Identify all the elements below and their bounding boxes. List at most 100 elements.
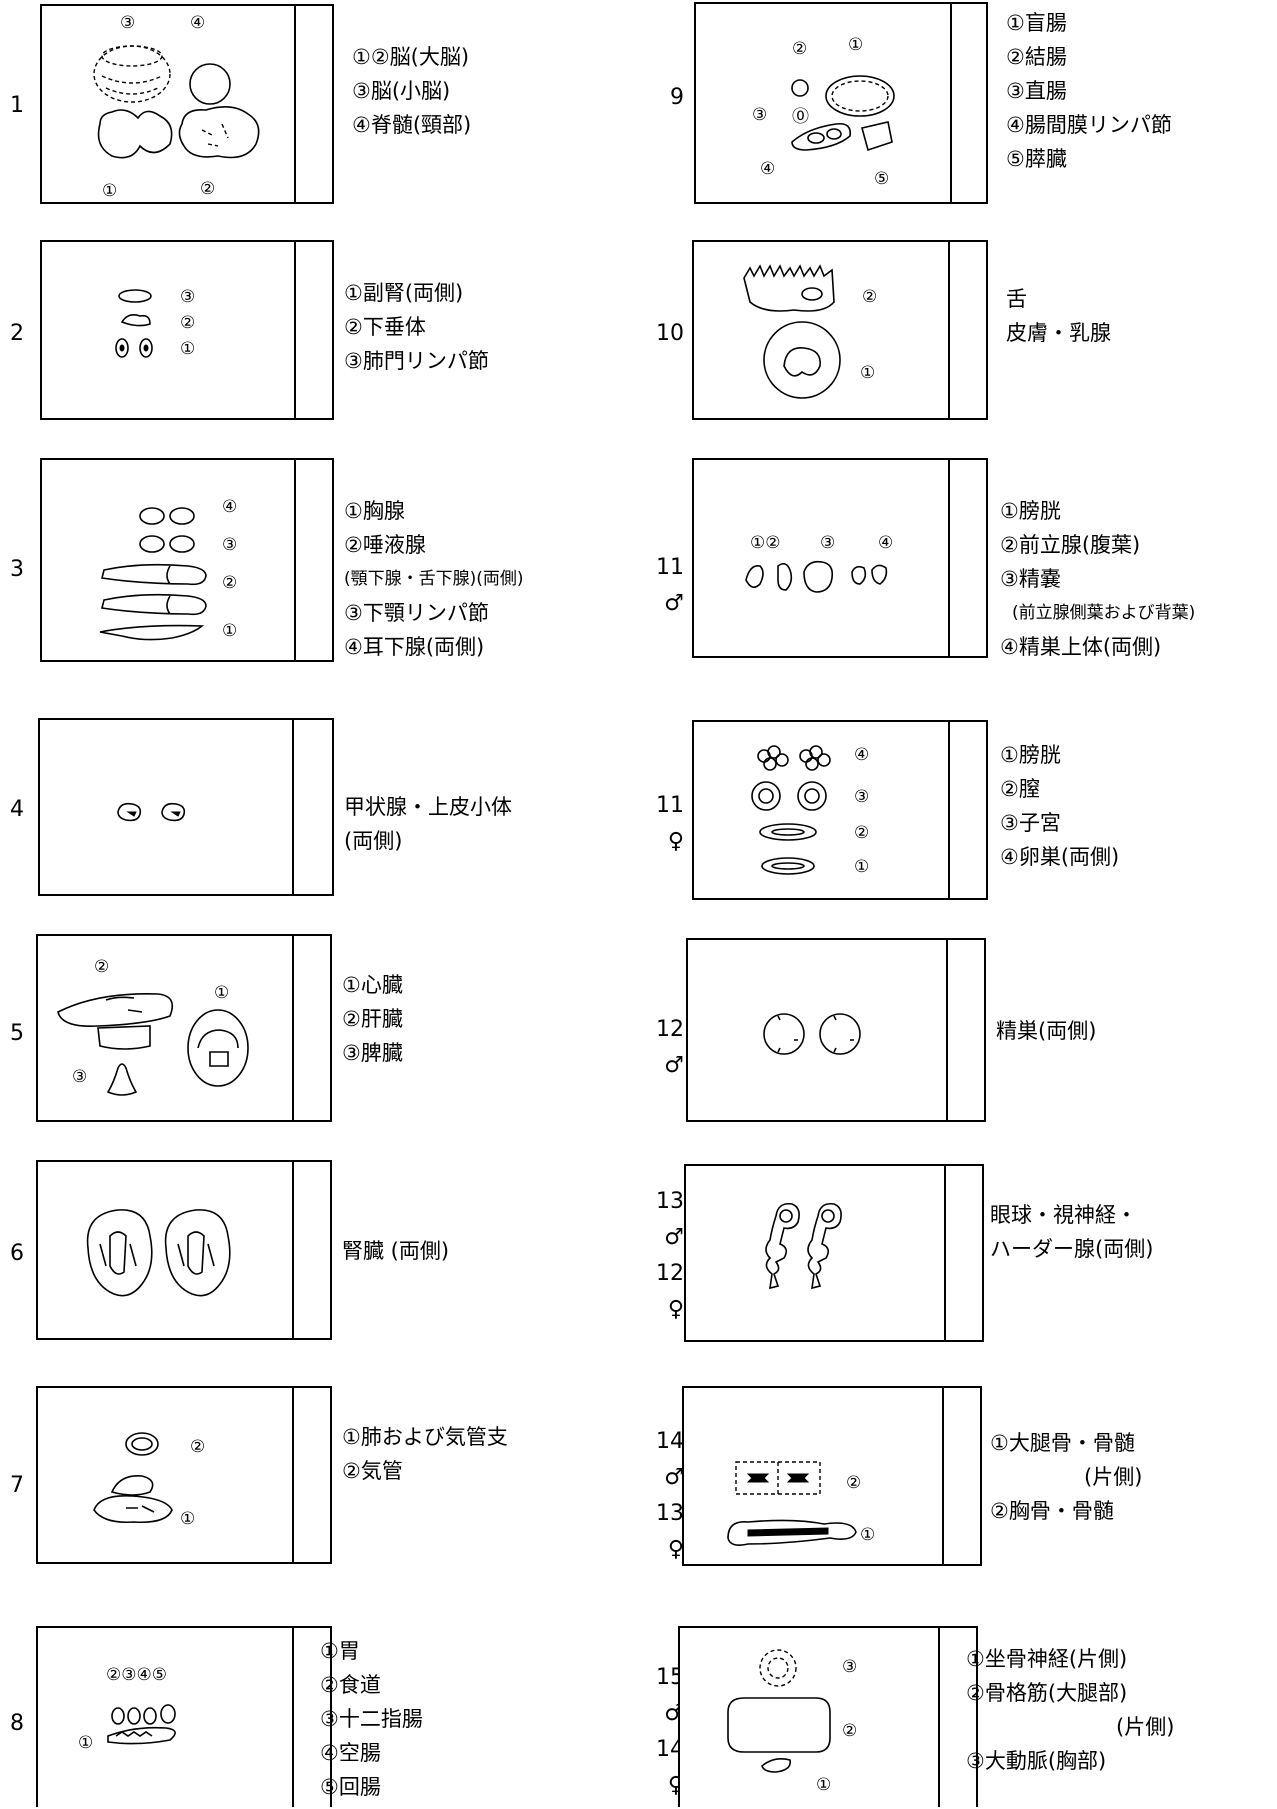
marker: ① <box>78 1733 93 1753</box>
marker: ② <box>190 1437 205 1457</box>
marker: ③ <box>752 105 767 125</box>
section-number: 10 <box>656 321 684 346</box>
specimen-drawing: ③ ② ① <box>115 287 195 359</box>
specimen-slide: ④ ③ ② ① <box>692 720 988 900</box>
marker: ⑤ <box>874 169 889 189</box>
section-number: 1 <box>10 93 24 118</box>
marker: ③ <box>842 1657 857 1677</box>
specimen-slide: ② ① ③ <box>36 934 332 1122</box>
marker: ② <box>222 573 237 593</box>
marker: ① <box>854 857 869 877</box>
marker: ② <box>200 179 215 199</box>
section-number: 11 ♂ <box>656 555 684 616</box>
organ-description: ①大腿骨・骨髄 (片側) ②胸骨・骨髄 <box>990 1431 1143 1523</box>
marker: ① <box>860 1525 875 1545</box>
marker: ①② <box>750 533 780 553</box>
marker: ② <box>854 823 869 843</box>
section-number: 4 <box>10 797 24 822</box>
specimen-drawing <box>86 1209 231 1297</box>
organ-description: ①膀胱 ②前立腺(腹葉) ③精嚢 (前立腺側葉および背葉) ④精巣上体(両側) <box>1000 499 1196 659</box>
slide-label-area <box>938 1628 976 1807</box>
specimen-drawing <box>765 1202 842 1290</box>
marker: ③ <box>854 787 869 807</box>
specimen-drawing: ④ ③ ② ① <box>751 745 869 877</box>
slide-label-area <box>292 936 330 1120</box>
marker: ④ <box>222 497 237 517</box>
specimen-slide: ③ ④ ① ② <box>40 4 334 204</box>
specimen-drawing: ①② ③ ④ <box>745 533 893 593</box>
slide-label-area <box>294 460 332 660</box>
organ-description: ①②脳(大脳) ③脳(小脳) ④脊髄(頸部) <box>352 45 472 137</box>
specimen-slide <box>684 1164 984 1342</box>
organ-description: 腎臓 (両側) <box>342 1239 450 1263</box>
marker: ① <box>860 363 875 383</box>
specimen-drawing: ②③④⑤ ① <box>78 1665 176 1753</box>
specimen-slide <box>38 718 334 896</box>
marker: ④ <box>760 159 775 179</box>
section-number: 8 <box>10 1711 24 1736</box>
marker: ① <box>214 983 229 1003</box>
organ-description: ①胸腺 ②唾液腺 (顎下腺・舌下腺)(両側) ③下顎リンパ節 ④耳下腺(両側) <box>344 499 524 659</box>
specimen-drawing: ② ① <box>743 264 877 399</box>
marker: ③ <box>820 533 835 553</box>
marker: ① <box>848 35 863 55</box>
specimen-drawing: ③ ② ① <box>727 1649 857 1795</box>
marker: ③ <box>222 535 237 555</box>
marker: ② <box>842 1721 857 1741</box>
organ-description: 眼球・視神経・ ハーダー腺(両側) <box>990 1203 1154 1261</box>
section-number: 14 ♂ 13 ♀ <box>656 1429 684 1562</box>
marker: ④ <box>190 13 205 33</box>
marker: ② <box>862 287 877 307</box>
section-number: 9 <box>670 85 684 110</box>
section-number: 7 <box>10 1473 24 1498</box>
organ-description: ①坐骨神経(片側) ②骨格筋(大腿部) (片側) ③大動脈(胸部) <box>966 1647 1175 1773</box>
specimen-slide <box>36 1160 332 1340</box>
specimen-drawing <box>117 802 186 822</box>
marker: ① <box>816 1775 831 1795</box>
marker: ④ <box>878 533 893 553</box>
specimen-drawing: ② ① <box>727 1461 875 1546</box>
organ-description: 精巣(両側) <box>996 1019 1097 1043</box>
marker: ① <box>180 1509 195 1529</box>
marker: ① <box>222 621 237 641</box>
organ-description: ①盲腸 ②結腸 ③直腸 ④腸間膜リンパ節 ⑤膵臓 <box>1006 11 1172 171</box>
specimen-drawing: ④ ③ ② ① <box>99 497 237 641</box>
slide-label-area <box>292 1628 330 1807</box>
marker: ② <box>846 1473 861 1493</box>
slide-label-area <box>942 1388 980 1564</box>
marker: ② <box>94 957 109 977</box>
specimen-slide: ①② ③ ④ <box>692 458 988 658</box>
specimen-slide: ②③④⑤ ① <box>36 1626 332 1807</box>
specimen-drawing <box>763 1013 861 1055</box>
slide-label-area <box>292 1388 330 1562</box>
organ-description: ①心臓 ②肝臓 ③脾臓 <box>342 973 403 1065</box>
slide-label-area <box>950 4 986 202</box>
marker: ④ <box>854 745 869 765</box>
section-number: 5 <box>10 1021 24 1046</box>
section-number: 13 ♂ 12 ♀ <box>656 1189 684 1322</box>
slide-label-area <box>948 242 986 418</box>
slide-label-area <box>294 242 332 418</box>
section-number: 12 ♂ <box>656 1017 684 1078</box>
marker: ① <box>180 339 195 359</box>
specimen-slide: ② ① <box>692 240 988 420</box>
marker: ② <box>180 313 195 333</box>
specimen-slide: ④ ③ ② ① <box>40 458 334 662</box>
slide-label-area <box>946 940 984 1120</box>
marker: ②③④⑤ <box>106 1665 167 1685</box>
organ-description: ①胃 ②食道 ③十二指腸 ④空腸 ⑤回腸 <box>320 1639 423 1799</box>
specimen-drawing: ② ① ③ <box>57 957 249 1096</box>
slide-label-area <box>944 1166 982 1340</box>
marker: ⓪ <box>792 107 809 127</box>
specimen-drawing: ② ① ⓪ ③ ④ ⑤ <box>752 35 895 189</box>
specimen-slide: ③ ② ① <box>40 240 334 420</box>
specimen-drawing: ③ ④ ① ② <box>93 13 260 201</box>
section-number: 6 <box>10 1241 24 1266</box>
specimen-slide: ② ① <box>682 1386 982 1566</box>
organ-description: ①副腎(両側) ②下垂体 ③肺門リンパ節 <box>344 281 489 373</box>
section-number: 2 <box>10 321 24 346</box>
specimen-slide <box>686 938 986 1122</box>
slide-label-area <box>294 6 332 202</box>
section-number: 3 <box>10 557 24 582</box>
slide-label-area <box>948 460 986 656</box>
